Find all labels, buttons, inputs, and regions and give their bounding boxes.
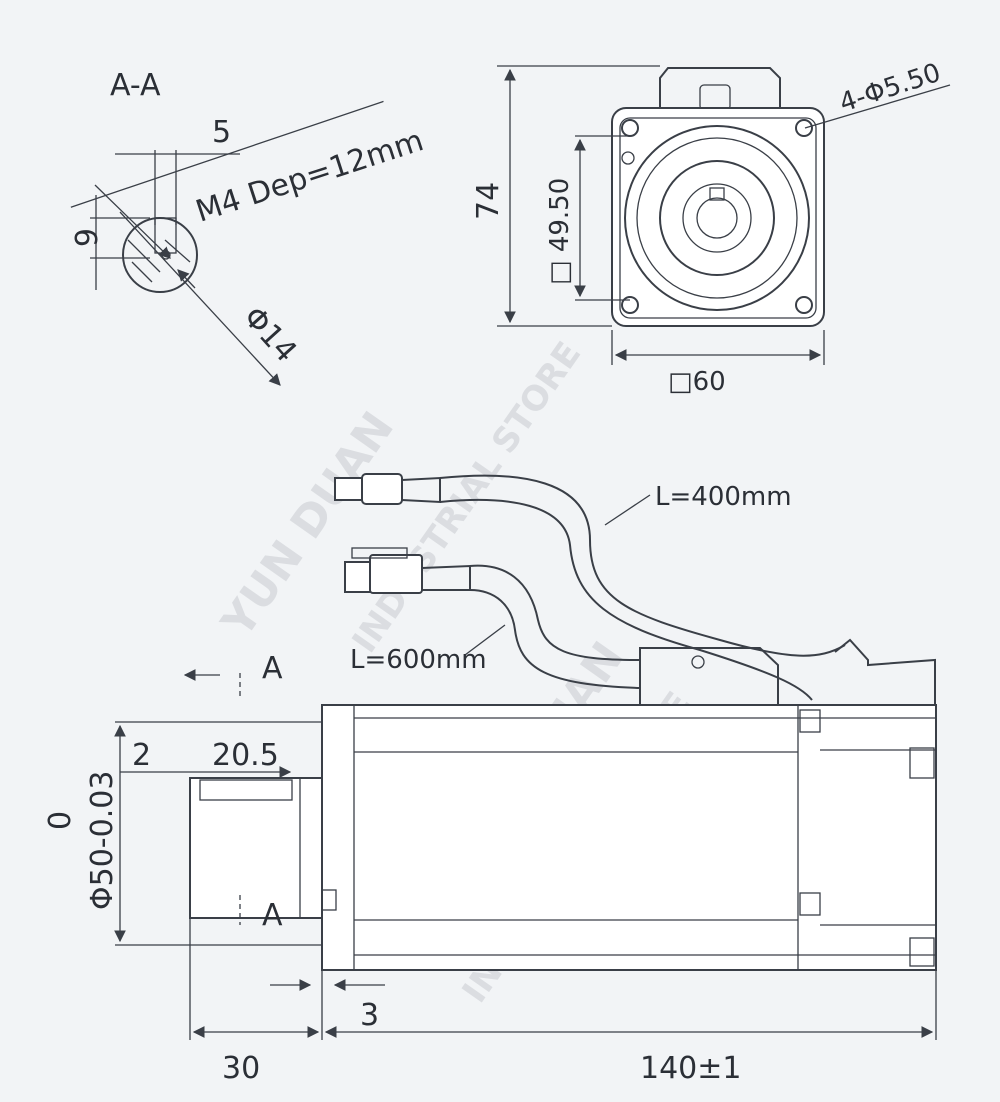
dim-key-depth: 6 [67, 228, 102, 247]
front-flange [611, 107, 825, 327]
side-view: L=400mm L=600mm A A [43, 473, 937, 1086]
dim-overall-height: 74 [471, 182, 506, 220]
section-title: A-A [110, 68, 161, 103]
dim-key-width: 5 [212, 115, 231, 150]
section-mark-bottom: A [262, 898, 283, 933]
power-cable-length: L=600mm [350, 645, 487, 675]
dim-shaft-diameter: Φ14 [236, 300, 303, 369]
dim-flange-square: □60 [668, 367, 726, 397]
dim-flange-thickness: 3 [360, 998, 379, 1033]
dim-body-length: 140±1 [640, 1051, 741, 1086]
motor-body [321, 704, 937, 971]
section-a-a: A-A 5 M4 Dep=12mm 6 Φ14 [67, 68, 428, 386]
front-view: 74 □ 49.50 4-Φ5.50 □60 [471, 58, 951, 397]
power-cable [344, 547, 641, 689]
dim-key-length: 20.5 [212, 738, 279, 773]
section-mark-top: A [262, 651, 283, 686]
dim-flange-tolerance: 0 [43, 811, 78, 830]
dim-hole-pitch: □ 49.50 [545, 178, 575, 285]
dim-shaft-length: 30 [222, 1051, 260, 1086]
dim-mounting-holes: 4-Φ5.50 [836, 58, 944, 119]
dim-flange-diameter: Φ50-0.03 [85, 771, 120, 910]
shaft [189, 777, 323, 919]
dim-key-offset: 2 [132, 738, 151, 773]
encoder-cable-length: L=400mm [655, 482, 792, 512]
encoder-cable [334, 473, 846, 701]
